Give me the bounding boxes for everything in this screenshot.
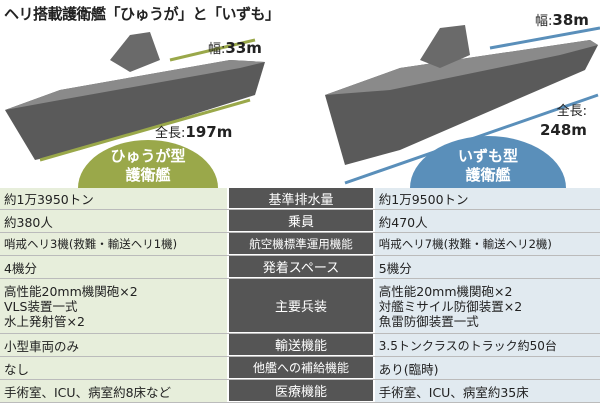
- row-label: 主要兵装: [229, 279, 373, 333]
- weapon-item: 水上発射管×2: [4, 313, 85, 329]
- row-label: 航空機標準運用機能: [229, 233, 373, 255]
- hyuga-ship: [5, 32, 265, 160]
- row-label: 輸送機能: [229, 334, 373, 356]
- weapon-item: 対艦ミサイル防御装置×2: [378, 298, 523, 314]
- page-title: ヘリ搭載護衛艦「ひゅうが」と「いずも」: [4, 5, 280, 23]
- izumo-width: 幅:38m: [535, 11, 589, 29]
- hyuga-badge: ひゅうが型護衛艦: [110, 147, 186, 184]
- weapon-item: 魚雷防御装置一式: [378, 313, 479, 329]
- ships-illustration: [5, 25, 600, 188]
- row-label: 乗員: [229, 210, 373, 232]
- izumo-badge: いずも型護衛艦: [457, 147, 518, 184]
- izumo-cell: あり(臨時): [374, 357, 600, 379]
- izumo-cell: 3.5トンクラスのトラック約50台: [374, 334, 600, 356]
- izumo-ship: [325, 25, 598, 165]
- izumo-cell: 手術室、ICU、病室約35床: [374, 380, 600, 402]
- row-label: 医療機能: [229, 380, 373, 402]
- table-row: 約380人乗員約470人: [0, 210, 600, 233]
- izumo-cell: 約1万9500トン: [374, 188, 600, 209]
- table-row: なし他艦への補給機能あり(臨時): [0, 357, 600, 380]
- row-label: 他艦への補給機能: [229, 357, 373, 379]
- izumo-cell: 哨戒ヘリ7機(救難・輸送ヘリ2機): [374, 233, 600, 255]
- weapon-item: 高性能20mm機関砲×2: [378, 283, 513, 299]
- table-row: 哨戒ヘリ3機(救難・輸送ヘリ1機)航空機標準運用機能哨戒ヘリ7機(救難・輸送ヘリ…: [0, 233, 600, 256]
- hyuga-cell: 哨戒ヘリ3機(救難・輸送ヘリ1機): [0, 233, 228, 255]
- row-label: 発着スペース: [229, 256, 373, 278]
- hyuga-cell: 小型車両のみ: [0, 334, 228, 356]
- hyuga-cell: 約1万3950トン: [0, 188, 228, 209]
- hyuga-cell: なし: [0, 357, 228, 379]
- weapon-item: 高性能20mm機関砲×2: [4, 283, 138, 299]
- izumo-cell: 約470人: [374, 210, 600, 232]
- hyuga-width-arrow: [169, 38, 256, 62]
- izumo-badge-bg: [410, 136, 566, 188]
- izumo-cell: 5機分: [374, 256, 600, 278]
- hyuga-length-arrow: [39, 98, 251, 162]
- weapon-item: VLS装置一式: [4, 298, 78, 314]
- table-row: 手術室、ICU、病室約8床など医療機能手術室、ICU、病室約35床: [0, 380, 600, 403]
- table-row: 約1万3950トン基準排水量約1万9500トン: [0, 188, 600, 210]
- izumo-width-arrow: [489, 26, 600, 50]
- hyuga-length: 全長:197m: [155, 123, 233, 141]
- comparison-table: 約1万3950トン基準排水量約1万9500トン 約380人乗員約470人 哨戒ヘ…: [0, 188, 600, 403]
- row-label: 基準排水量: [229, 188, 373, 209]
- hyuga-cell: 約380人: [0, 210, 228, 232]
- izumo-length: 全長:248m: [540, 104, 587, 139]
- hyuga-width: 幅:33m: [208, 39, 262, 57]
- hyuga-cell: 4機分: [0, 256, 228, 278]
- hyuga-badge-bg: [78, 140, 218, 188]
- hyuga-cell: 手術室、ICU、病室約8床など: [0, 380, 228, 402]
